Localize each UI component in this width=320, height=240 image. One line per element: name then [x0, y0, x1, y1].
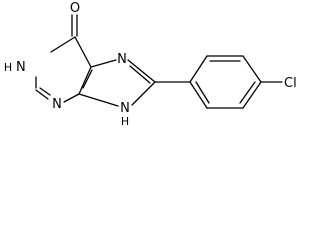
bond-c2-n3 — [35, 89, 49, 100]
bond-c5-c6 — [74, 36, 92, 68]
bond-ph1-ph2 — [189, 55, 208, 83]
bond-c8-n9 — [131, 81, 156, 106]
bond-ph3-ph4 — [242, 55, 262, 83]
bond-c6-n1 — [50, 36, 76, 53]
bond-c4-c5-double — [82, 69, 93, 89]
atom-nitrogen-n9: N — [120, 101, 130, 116]
atom-chlorine: Cl — [284, 76, 297, 91]
bond-ph6-ph1 — [189, 81, 208, 109]
bond-c5-n7 — [90, 59, 117, 68]
atom-nitrogen-n3: N — [52, 97, 62, 112]
bonds — [35, 14, 283, 109]
atom-labels: O H N N N N H Cl — [4, 1, 297, 128]
bond-c4-c5 — [78, 66, 92, 95]
bond-n7-c8-double — [129, 65, 151, 84]
bond-ph6-ph1-double — [195, 81, 210, 104]
bond-ph4-ph5-double — [239, 81, 256, 104]
molecule-structure: O H N N N N H Cl — [4, 1, 297, 128]
atom-nitrogen-n1: N — [16, 60, 26, 75]
atom-hydrogen-n9: H — [121, 115, 129, 128]
bond-n9-c4 — [78, 93, 119, 107]
bond-ph4-ph5 — [242, 81, 262, 109]
bond-n3-c4 — [63, 93, 80, 103]
structure-canvas: O H N N N N H Cl — [4, 1, 297, 128]
atom-nitrogen-n7: N — [117, 52, 127, 67]
atom-oxygen: O — [70, 1, 80, 16]
bond-c2-n3-double — [39, 87, 51, 96]
atom-hydrogen-n1: H — [4, 61, 12, 74]
bond-n7-c8 — [127, 59, 156, 83]
